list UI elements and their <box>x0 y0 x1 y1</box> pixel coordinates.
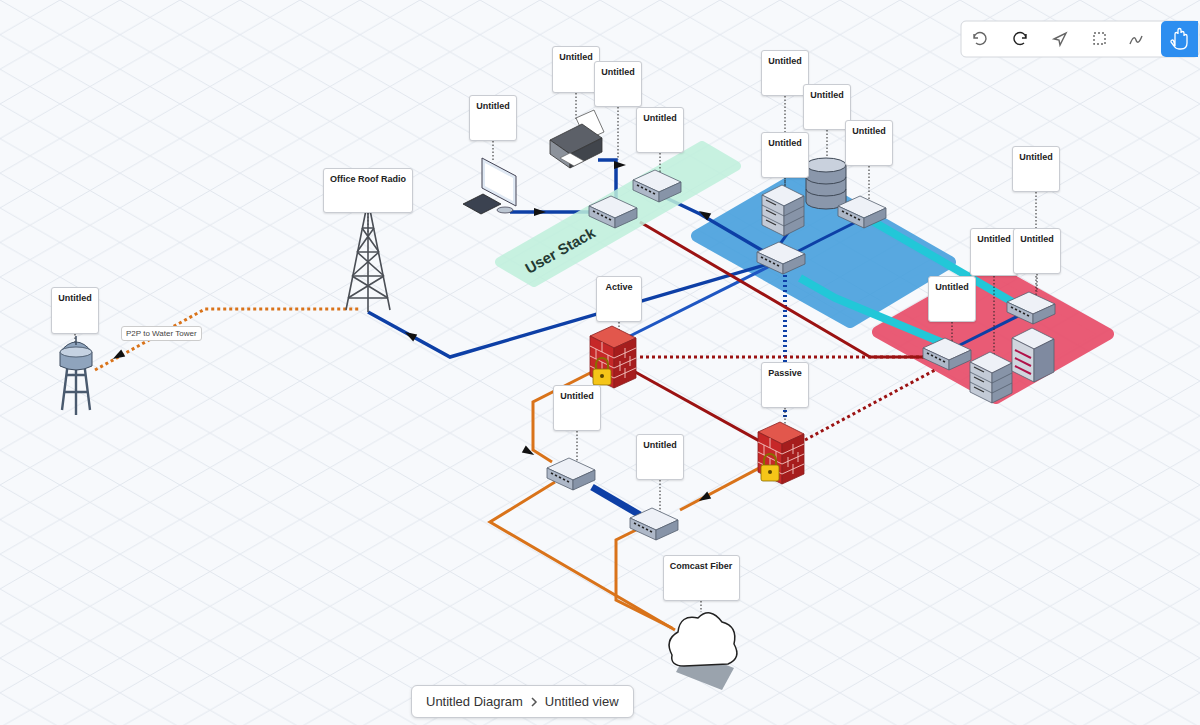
cloud-icon <box>669 613 737 690</box>
callout-title: Untitled <box>762 133 808 148</box>
arrowhead <box>697 492 711 505</box>
band-title: User Stack <box>522 224 598 277</box>
switch-icon <box>757 242 805 274</box>
database-icon <box>806 158 846 209</box>
toolbar <box>961 21 1199 57</box>
callout-title: Untitled <box>762 51 808 66</box>
switch-icon <box>633 170 681 202</box>
callout-title: Office Roof Radio <box>324 169 412 184</box>
callout-box: Passive <box>761 362 809 408</box>
callout-box: Untitled <box>1012 146 1060 192</box>
arrowhead <box>614 161 626 169</box>
group-band: User Stack <box>500 150 740 280</box>
switch-icon <box>547 458 595 490</box>
stack-wire <box>592 487 640 515</box>
callout-title: Untitled <box>470 96 516 111</box>
callout-box: Untitled <box>845 120 893 166</box>
callout-title: Untitled <box>553 47 599 62</box>
leader-lines <box>75 93 1037 612</box>
arrowhead <box>697 208 711 221</box>
switch-icon <box>1007 292 1055 324</box>
toolbar-panel <box>961 21 1199 57</box>
undo-icon <box>974 33 986 45</box>
breadcrumb-item: Untitled view <box>545 694 619 709</box>
uplink-wire <box>368 262 775 357</box>
callout-title: Untitled <box>971 229 1017 244</box>
callout-title: Untitled <box>804 85 850 100</box>
callout-box: Untitled <box>553 385 601 431</box>
user-stack-band <box>500 146 736 282</box>
printer-icon <box>550 110 604 168</box>
radio-tower <box>346 200 390 312</box>
callout-box: Untitled <box>1013 228 1061 274</box>
pointer-icon <box>1054 33 1066 45</box>
chevron-icon <box>530 696 538 708</box>
server-icon <box>762 185 804 236</box>
breadcrumb-bar: Untitled Diagram Untitled view <box>411 685 634 718</box>
callout-box: Untitled <box>552 46 600 93</box>
callout-box: Untitled <box>761 50 809 96</box>
draw-icon <box>1130 36 1142 44</box>
switch-icon <box>923 338 971 370</box>
storage-icon <box>1012 328 1054 382</box>
callout-box: Untitled <box>636 107 684 153</box>
callout-box: Untitled <box>803 84 851 130</box>
tool-active <box>1161 21 1198 57</box>
wireless-link <box>95 309 360 370</box>
arrowhead <box>403 329 417 342</box>
callout-title: Passive <box>762 363 808 378</box>
callout-title: Untitled <box>846 121 892 136</box>
callout-box: Office Roof Radio <box>323 168 413 213</box>
callout-box: Untitled <box>51 287 99 334</box>
callout-box: Untitled <box>469 95 517 141</box>
callout-title: Untitled <box>637 108 683 123</box>
switch-icon <box>589 196 637 228</box>
callout-box: Untitled <box>970 228 1018 276</box>
breadcrumb-item: Untitled Diagram <box>426 694 523 709</box>
dotted-red-wire <box>640 356 930 359</box>
callout-box: Untitled <box>928 276 976 322</box>
callout-title: Untitled <box>52 288 98 303</box>
red-wire <box>640 222 935 357</box>
arrowhead <box>534 208 546 216</box>
switch-icon <box>838 196 886 228</box>
dotted-red-wire <box>805 370 935 440</box>
callout-box: Untitled <box>636 434 684 480</box>
callout-title: Untitled <box>929 277 975 292</box>
workstation-icon <box>463 158 516 214</box>
switch-icon <box>630 508 678 540</box>
arrowhead <box>111 350 125 363</box>
link-label: P2P to Water Tower <box>121 326 202 341</box>
redo-icon <box>1014 33 1026 45</box>
callout-title: Untitled <box>595 62 641 77</box>
server-icon <box>970 352 1012 403</box>
arrowheads <box>111 161 711 504</box>
select-icon <box>1094 33 1105 44</box>
hand-icon <box>1171 29 1187 50</box>
callout-title: Comcast Fiber <box>664 556 739 571</box>
callout-box: Untitled <box>761 132 809 178</box>
firewall-icon <box>758 422 804 484</box>
water-tower <box>60 336 92 415</box>
callout-title: Untitled <box>1014 229 1060 244</box>
callout-box: Comcast Fiber <box>663 555 740 601</box>
callout-box: Active <box>596 276 642 322</box>
firewall-icon <box>590 326 636 388</box>
wan-wire <box>680 465 765 510</box>
fiber-wire <box>490 482 675 630</box>
callout-title: Untitled <box>637 435 683 450</box>
callout-title: Untitled <box>554 386 600 401</box>
callout-box: Untitled <box>594 61 642 107</box>
arrowhead <box>522 446 536 459</box>
callout-title: Active <box>597 277 641 292</box>
callout-title: Untitled <box>1013 147 1059 162</box>
